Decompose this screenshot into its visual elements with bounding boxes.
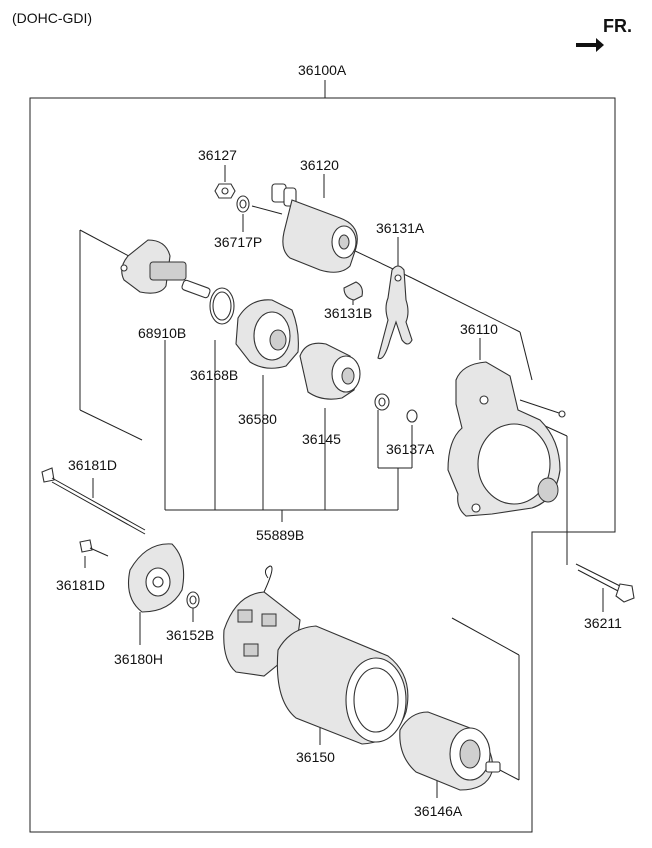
part-label-36145: 36145 — [302, 431, 341, 447]
clutch-36145 — [299, 342, 361, 400]
part-labels: 36127 36120 36717P 36131A 36131B 68910B … — [56, 147, 622, 819]
part-label-36152B: 36152B — [166, 627, 214, 643]
part-label-36100A: 36100A — [298, 62, 347, 78]
part-label-36580: 36580 — [238, 411, 277, 427]
nut-36127 — [214, 183, 236, 199]
part-label-68910B: 68910B — [138, 325, 186, 341]
ring-36168B — [209, 287, 235, 325]
forward-arrow-icon — [576, 38, 604, 52]
housing-36110 — [447, 361, 566, 517]
yoke-36150 — [276, 625, 409, 745]
part-label-36137A: 36137A — [386, 441, 435, 457]
part-label-36120: 36120 — [300, 157, 339, 173]
part-label-55889B: 55889B — [256, 527, 304, 543]
lever-36131A — [377, 265, 413, 360]
part-label-36127: 36127 — [198, 147, 237, 163]
armature-36146A — [399, 711, 501, 791]
bolt-36181D-long — [41, 467, 146, 535]
assembly-frame — [29, 80, 616, 833]
part-label-36110: 36110 — [460, 321, 498, 337]
part-label-36150: 36150 — [296, 749, 335, 765]
cover-36180H — [127, 543, 185, 613]
direction-label: FR. — [603, 16, 632, 36]
engine-type-label: (DOHC-GDI) — [12, 10, 92, 26]
part-label-36180H: 36180H — [114, 651, 163, 667]
part-label-36181D-long: 36181D — [68, 457, 117, 473]
housing-36580 — [235, 299, 299, 369]
shaft-68910B — [120, 239, 211, 299]
ring-36137A — [374, 393, 418, 423]
washer-36717P — [236, 195, 283, 215]
solenoid-36120 — [271, 183, 358, 273]
part-label-36717P: 36717P — [214, 234, 262, 250]
part-label-36146A: 36146A — [414, 803, 463, 819]
screw-36181D-short — [79, 539, 109, 557]
washer-36152B — [186, 591, 200, 609]
part-label-36181D-short: 36181D — [56, 577, 105, 593]
boot-36131B — [343, 281, 363, 301]
part-label-36211: 36211 — [584, 615, 622, 631]
part-label-36131A: 36131A — [376, 220, 425, 236]
part-label-36168B: 36168B — [190, 367, 238, 383]
part-label-36131B: 36131B — [324, 305, 372, 321]
bolt-36211 — [575, 563, 635, 603]
